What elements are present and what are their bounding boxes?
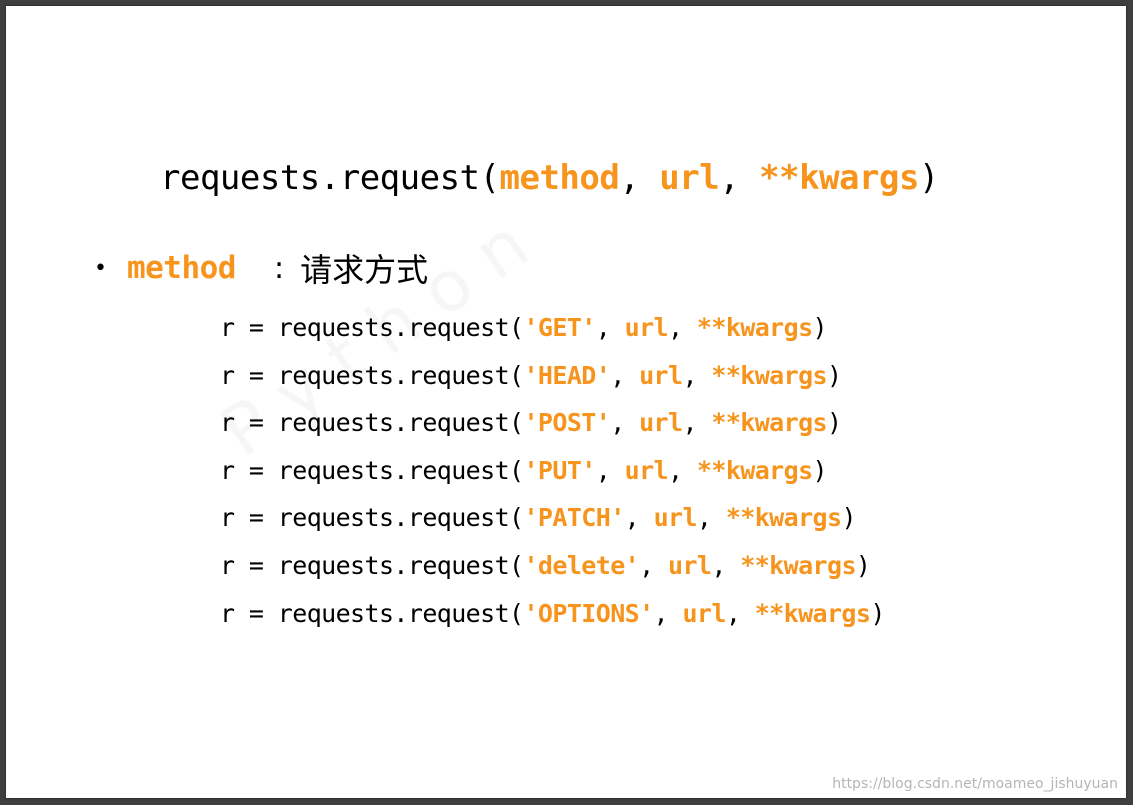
code-line: r = requests.request('HEAD', url, **kwar…	[220, 352, 885, 400]
headline-arg-method: method	[499, 158, 620, 198]
bullet-separator: :	[273, 250, 285, 286]
source-credit: https://blog.csdn.net/moameo_jishuyuan	[832, 776, 1118, 792]
code-kwargs-arg: **kwargs	[754, 598, 871, 628]
code-sep-1: ,	[624, 503, 654, 533]
code-sep-2: ,	[668, 455, 697, 485]
code-url-arg: url	[624, 455, 669, 485]
code-sep-1: ,	[595, 455, 625, 485]
code-method-string: 'HEAD'	[523, 360, 611, 390]
code-prefix: r = requests.request(	[220, 598, 524, 628]
code-line: r = requests.request('delete', url, **kw…	[220, 542, 885, 590]
code-suffix: )	[812, 313, 828, 342]
code-prefix: r = requests.request(	[220, 550, 524, 580]
code-prefix: r = requests.request(	[220, 455, 524, 485]
code-method-string: 'POST'	[523, 408, 611, 438]
code-line: r = requests.request('OPTIONS', url, **k…	[220, 590, 885, 638]
code-url-arg: url	[668, 550, 712, 580]
code-sep-1: ,	[610, 408, 640, 438]
code-sep-2: ,	[682, 408, 712, 438]
code-method-string: 'PUT'	[523, 455, 596, 485]
code-suffix: )	[855, 550, 871, 580]
code-method-string: 'OPTIONS'	[523, 598, 654, 628]
code-url-arg: url	[639, 360, 683, 390]
bullet-dot-icon: •	[94, 255, 107, 281]
code-suffix: )	[827, 408, 842, 438]
headline-sep-2: ,	[719, 158, 760, 198]
code-sep-2: ,	[711, 550, 741, 580]
headline-arg-url: url	[659, 158, 720, 198]
code-kwargs-arg: **kwargs	[711, 360, 827, 390]
code-sep-2: ,	[668, 313, 697, 342]
code-suffix: )	[841, 503, 856, 533]
headline-signature: requests.request(method, url, **kwargs)	[160, 156, 939, 200]
code-prefix: r = requests.request(	[220, 408, 524, 438]
code-sep-2: ,	[696, 503, 726, 533]
code-url-arg: url	[653, 503, 698, 533]
code-line: r = requests.request('POST', url, **kwar…	[220, 399, 885, 447]
code-sep-2: ,	[682, 360, 712, 390]
code-method-string: 'PATCH'	[523, 503, 625, 533]
code-method-string: 'delete'	[523, 550, 640, 580]
code-line: r = requests.request('GET', url, **kwarg…	[220, 304, 885, 352]
code-url-arg: url	[682, 598, 726, 628]
code-kwargs-arg: **kwargs	[696, 455, 813, 485]
code-url-arg: url	[639, 408, 683, 438]
code-prefix: r = requests.request(	[220, 503, 524, 533]
code-method-string: 'GET'	[523, 313, 596, 342]
code-line: r = requests.request('PUT', url, **kwarg…	[220, 447, 885, 495]
code-prefix: r = requests.request(	[220, 313, 524, 342]
code-sep-1: ,	[610, 360, 640, 390]
code-suffix: )	[812, 455, 828, 485]
bullet-term: method	[126, 250, 236, 286]
code-kwargs-arg: **kwargs	[696, 313, 813, 342]
code-kwargs-arg: **kwargs	[740, 550, 856, 580]
headline-suffix: )	[918, 158, 939, 198]
code-kwargs-arg: **kwargs	[711, 408, 827, 438]
code-sep-1: ,	[653, 598, 683, 628]
code-suffix: )	[870, 598, 885, 628]
headline-sep-1: ,	[619, 158, 660, 198]
code-sep-2: ,	[725, 598, 755, 628]
code-kwargs-arg: **kwargs	[725, 503, 842, 533]
code-line: r = requests.request('PATCH', url, **kwa…	[220, 494, 885, 542]
code-prefix: r = requests.request(	[220, 360, 524, 390]
code-sep-1: ,	[595, 313, 625, 342]
headline-arg-kwargs: **kwargs	[759, 158, 919, 198]
code-sep-1: ,	[639, 550, 669, 580]
headline-prefix: requests.request(	[160, 158, 500, 198]
code-url-arg: url	[624, 313, 669, 342]
slide-page: requests.request(method, url, **kwargs) …	[6, 6, 1126, 798]
code-suffix: )	[827, 360, 842, 390]
code-example-list: r = requests.request('GET', url, **kwarg…	[220, 304, 885, 637]
method-bullet: • method : 请求方式	[94, 246, 428, 290]
bullet-description: 请求方式	[300, 251, 429, 289]
